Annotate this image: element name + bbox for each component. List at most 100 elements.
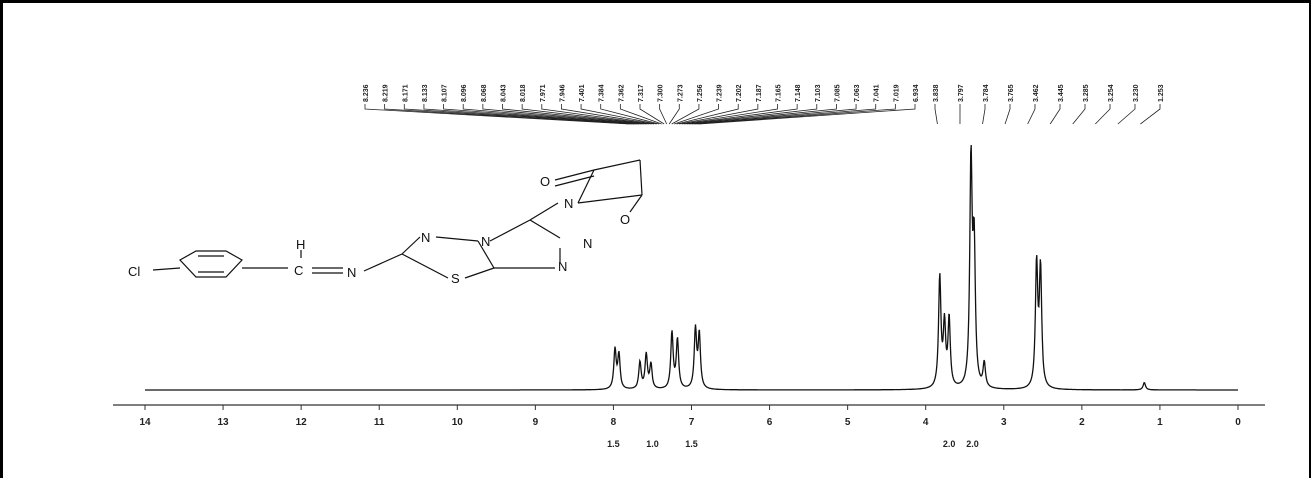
- peak-shift-label: 3.797: [958, 84, 965, 102]
- atom-label: S: [451, 271, 460, 286]
- peak-shift-label: 7.384: [599, 84, 606, 102]
- peak-leader-line: [691, 104, 857, 125]
- x-tick-label: 4: [923, 417, 929, 428]
- thiadiazole-bond: [401, 236, 421, 255]
- peak-shift-label: 3.285: [1083, 84, 1090, 102]
- peak-shift-label: 7.085: [834, 84, 841, 102]
- atom-label: N: [481, 234, 490, 249]
- triazole-bond: [489, 219, 531, 242]
- imide-bond: [577, 194, 643, 204]
- peak-shift-label: 3.230: [1133, 84, 1140, 102]
- peak-leader-line: [1072, 104, 1086, 125]
- peak-leader-line: [561, 104, 655, 125]
- peak-leader-line: [482, 104, 645, 125]
- peak-shift-label: 8.096: [461, 84, 468, 102]
- peak-shift-label: 7.317: [638, 84, 645, 102]
- peak-leader-line: [671, 104, 700, 125]
- atom-label: N: [564, 196, 573, 211]
- peak-shift-label: 7.165: [776, 84, 783, 102]
- peak-leader-line: [1004, 104, 1011, 125]
- peak-leader-line: [541, 104, 652, 125]
- thiadiazole-bond: [401, 253, 449, 279]
- peak-leader-line: [1117, 104, 1136, 125]
- peak-leader-line: [681, 104, 778, 125]
- structure-labels: Cl H C N N N N N S O O N: [128, 174, 630, 286]
- peak-leader-line: [639, 104, 665, 125]
- peak-shift-label: 3.254: [1108, 84, 1115, 102]
- peak-leader-line: [684, 104, 798, 125]
- atom-label: H: [296, 237, 305, 252]
- x-tick-label: 6: [767, 417, 773, 428]
- integral-label: 2.0: [966, 439, 979, 449]
- peak-leader-line: [403, 104, 635, 125]
- atom-label: N: [347, 265, 356, 280]
- peak-leader-line: [619, 104, 662, 125]
- peak-shift-label: 7.300: [658, 84, 665, 102]
- atom-label: O: [540, 174, 550, 189]
- carbonyl-bond: [629, 194, 643, 213]
- cl-bond: [152, 267, 181, 271]
- atom-label: N: [558, 259, 567, 274]
- peak-leader-line: [934, 104, 938, 125]
- spectrum-trace: [145, 144, 1238, 391]
- thiadiazole-bond: [435, 236, 479, 242]
- peak-leader-line: [694, 104, 877, 125]
- x-tick-label: 3: [1001, 417, 1007, 428]
- imide-bond: [529, 202, 559, 221]
- chemical-structure: [152, 159, 643, 279]
- peak-shift-label: 7.103: [815, 84, 822, 102]
- imide-bond: [593, 159, 641, 171]
- peak-leader-line: [674, 104, 719, 125]
- peak-leader-line: [668, 104, 680, 125]
- peak-shift-label: 3.462: [1033, 84, 1040, 102]
- thiadiazole-bond: [477, 240, 495, 269]
- peak-shift-label: 7.202: [736, 84, 743, 102]
- x-tick-label: 13: [218, 417, 230, 428]
- peak-shift-label: 8.107: [442, 84, 449, 102]
- peak-shift-label: 8.171: [402, 84, 409, 102]
- peak-shift-label: 7.148: [795, 84, 802, 102]
- peak-shift-label: 1.253: [1158, 84, 1165, 102]
- x-tick-label: 12: [296, 417, 308, 428]
- n-thiadiazole-bond: [363, 253, 403, 272]
- integral-label: 1.5: [685, 439, 698, 449]
- peak-leader-line: [699, 104, 916, 125]
- thiadiazole-bond: [464, 267, 495, 279]
- carbonyl-bond: [554, 175, 595, 187]
- peak-leader-line: [423, 104, 637, 125]
- peak-shift-label: 3.765: [1008, 84, 1015, 102]
- peak-leader-line: [364, 104, 630, 125]
- integral-label: 1.0: [646, 439, 659, 449]
- imide-bond: [639, 159, 643, 196]
- x-tick-label: 14: [139, 417, 151, 428]
- atom-label: C: [294, 263, 303, 278]
- peak-shift-label: 7.256: [697, 84, 704, 102]
- peak-shift-label: 3.784: [983, 84, 990, 102]
- integral-label: 1.5: [607, 439, 620, 449]
- peak-leader-line: [679, 104, 759, 125]
- peak-shift-label: 8.043: [501, 84, 508, 102]
- x-tick-label: 7: [689, 417, 695, 428]
- peak-shift-label: 7.971: [540, 84, 547, 102]
- peak-shift-label: 8.133: [422, 84, 429, 102]
- peak-leader-line: [1027, 104, 1036, 125]
- peak-leader-line: [1049, 104, 1061, 125]
- peak-leader-line: [1140, 104, 1161, 125]
- x-tick-label: 10: [452, 417, 464, 428]
- peak-leader-line: [689, 104, 837, 125]
- peak-shift-label: 7.063: [854, 84, 861, 102]
- peak-leader-line: [1095, 104, 1111, 125]
- atom-label: Cl: [128, 264, 140, 279]
- x-tick-label: 1: [1157, 417, 1163, 428]
- peak-leader-line: [462, 104, 642, 125]
- peak-leader-line: [659, 104, 668, 125]
- peak-shift-label: 8.018: [520, 84, 527, 102]
- x-tick-label: 11: [374, 417, 385, 428]
- atom-label: N: [421, 230, 430, 245]
- peak-shift-label: 7.946: [559, 84, 566, 102]
- integral-label: 2.0: [943, 439, 956, 449]
- peak-shift-label: 7.239: [717, 84, 724, 102]
- peak-shift-label: 7.273: [677, 84, 684, 102]
